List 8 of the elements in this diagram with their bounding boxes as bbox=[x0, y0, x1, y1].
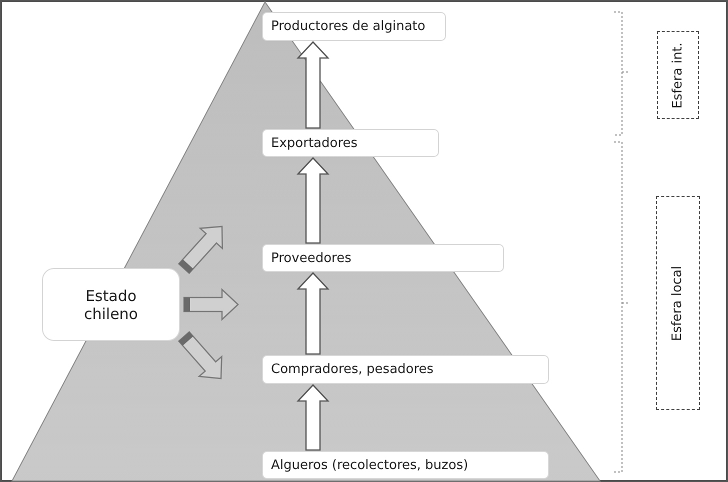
actor-box: Estado chileno bbox=[42, 268, 180, 341]
process-box: Productores de alginato bbox=[262, 12, 446, 41]
process-box: Proveedores bbox=[262, 244, 504, 272]
process-box: Algueros (recolectores, buzos) bbox=[262, 451, 549, 479]
process-box: Compradores, pesadores bbox=[262, 355, 549, 384]
scope-box: Esfera int. bbox=[657, 31, 699, 119]
process-box: Exportadores bbox=[262, 129, 439, 157]
scope-box: Esfera local bbox=[656, 196, 700, 410]
